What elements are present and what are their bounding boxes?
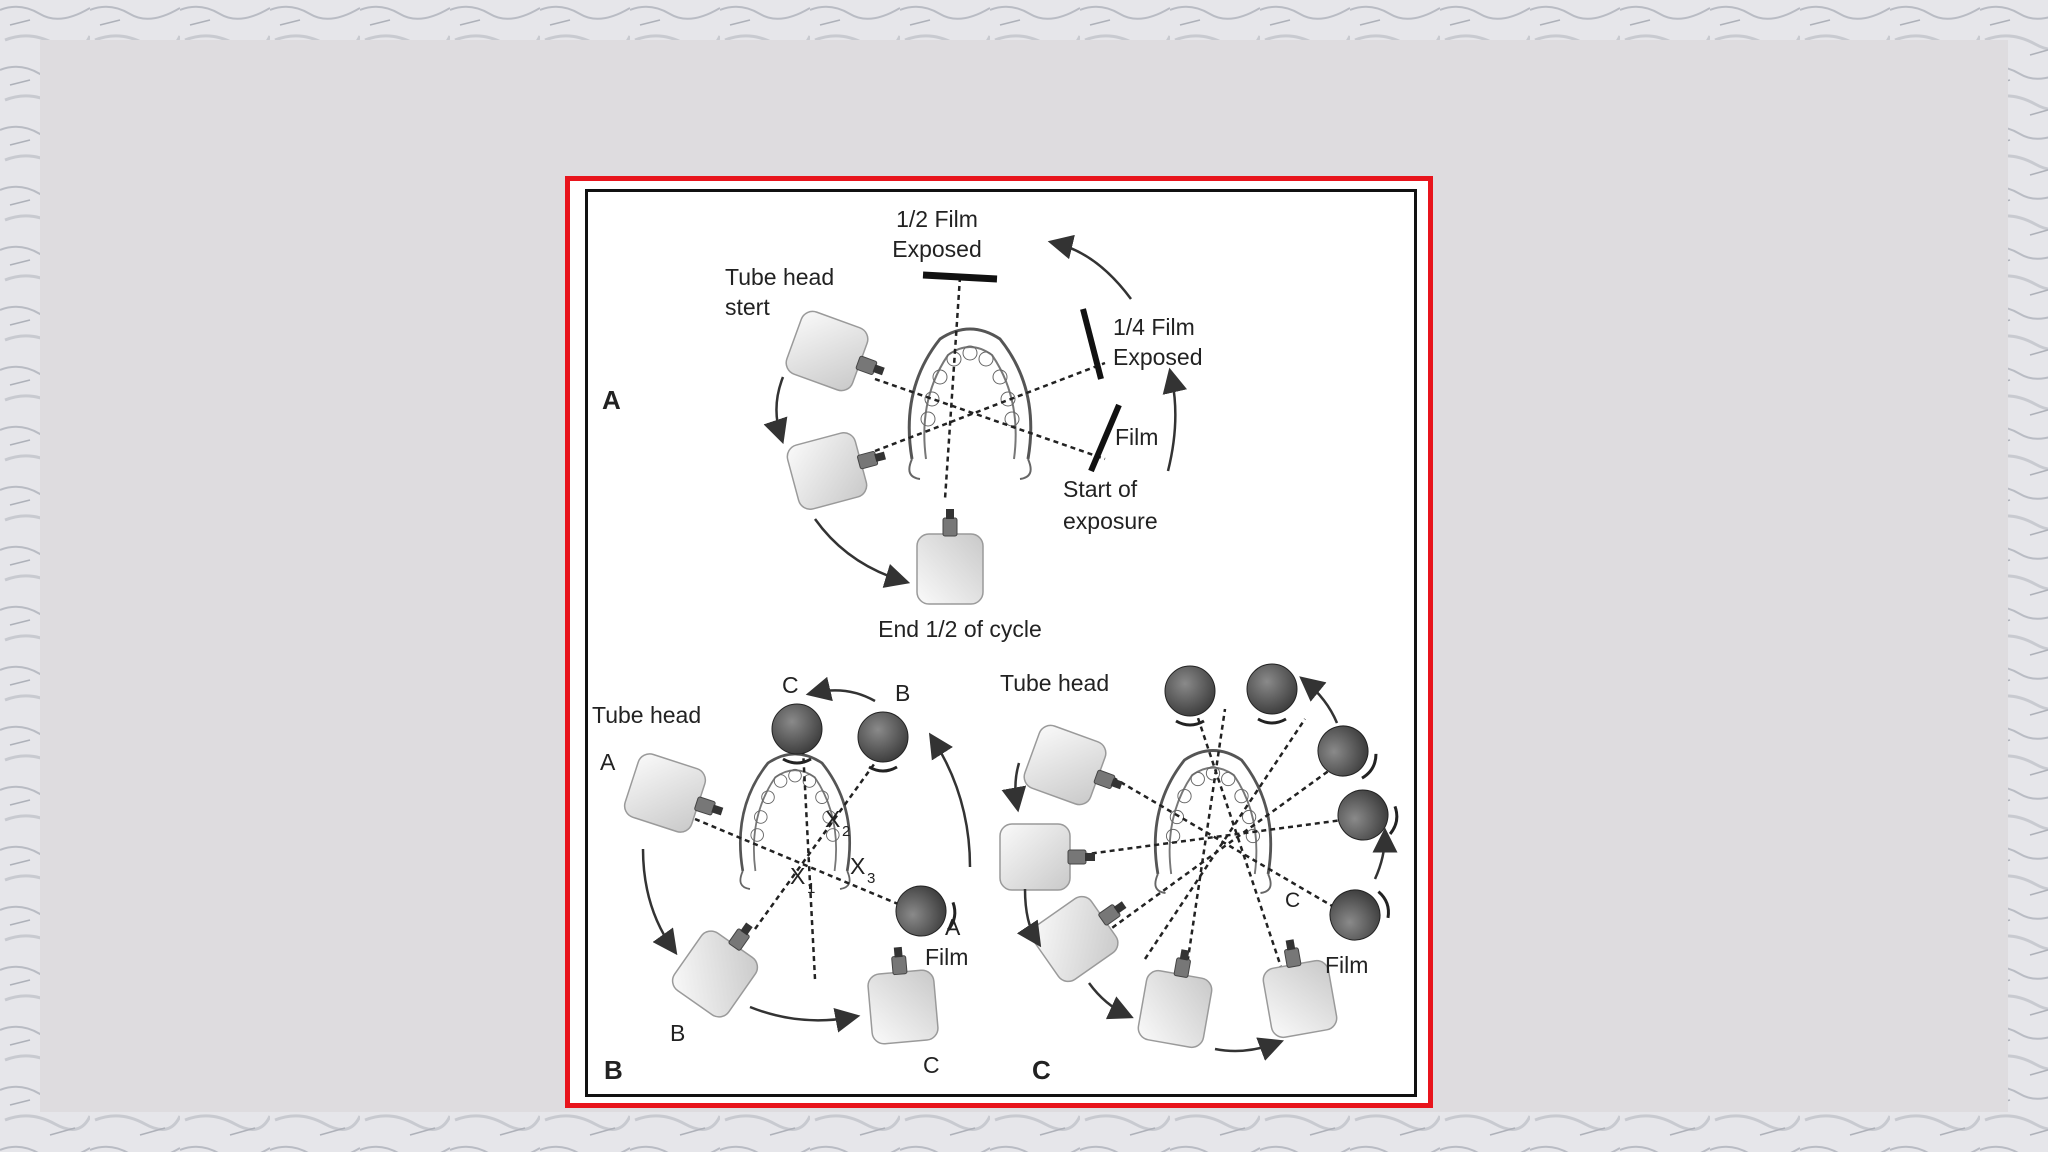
panel-b-tube-b-label: B <box>670 1020 685 1046</box>
panel-b-arrow-b-to-c <box>749 1005 861 1033</box>
panel-c-arrow-right-lower <box>1372 827 1398 880</box>
panel-b-arrow-film-up <box>928 732 972 868</box>
panel-a-arrow-to-end <box>813 518 911 588</box>
panel-b-letter: B <box>604 1055 623 1085</box>
panel-c-arrow-bottom <box>1214 1037 1285 1061</box>
panel-b-arrow-a-to-b <box>641 848 678 956</box>
panel-a-end-cycle-label: End 1/2 of cycle <box>878 616 1042 642</box>
panel-a-letter: A <box>602 385 621 415</box>
panel-c-letter: C <box>1032 1055 1051 1085</box>
panel-a-arrow-to-half <box>1047 234 1133 300</box>
panel-b-film-b-label: B <box>895 680 910 706</box>
figure-frame: A 1/2 Film Exposed Tube head stert 1/4 F… <box>565 176 1433 1108</box>
slide-area: A 1/2 Film Exposed Tube head stert 1/4 F… <box>40 40 2008 1112</box>
panel-b-x2-subscript: 2 <box>842 823 850 840</box>
panel-b-film-c-label: C <box>782 672 799 698</box>
panel-a-arrow-to-quarter <box>1162 367 1188 472</box>
panel-a-tube-head-start-line2: stert <box>725 294 770 320</box>
panel-c-tube-head-label: Tube head <box>1000 670 1109 696</box>
panel-b-arrow-film-to-c <box>805 676 876 703</box>
panel-b-x1-marker: X <box>790 863 805 889</box>
panel-a-quarter-film-line2: Exposed <box>1113 344 1203 370</box>
panel-a-quarter-film-bar <box>1080 308 1104 380</box>
panel-b-x-markers: X 1 X 2 X 3 <box>790 806 875 897</box>
panel-c-film-label: Film <box>1325 952 1368 978</box>
panel-c-center-c-label: C <box>1285 889 1300 912</box>
panel-c-arrow-bottom-left <box>1087 982 1134 1020</box>
panel-a-tube-head-start-line1: Tube head <box>725 264 834 290</box>
panel-a-half-film-label-line2: Exposed <box>892 236 982 262</box>
panel-a-start-exposure-line1: Start of <box>1063 476 1138 502</box>
panel-b: B Tube head A B C C B A Film X 1 X 2 X 3 <box>592 672 972 1085</box>
panel-b-film-a-label: A <box>945 914 961 940</box>
panel-a-arrow-down <box>763 376 788 445</box>
panel-b-x3-subscript: 3 <box>867 870 875 887</box>
panel-a-half-film-bar <box>922 271 998 283</box>
panel-b-tube-head-label: Tube head <box>592 702 701 728</box>
panel-c: C Tube head C Film <box>999 662 1403 1085</box>
panel-a-quarter-film-line1: 1/4 Film <box>1113 314 1195 340</box>
panel-b-x3-marker: X <box>850 853 865 879</box>
panel-c-arrow-left-down <box>1001 762 1027 813</box>
panel-b-film-label: Film <box>925 944 968 970</box>
panel-b-x2-marker: X <box>825 806 840 832</box>
panel-a-film-label: Film <box>1115 424 1158 450</box>
panel-a: A 1/2 Film Exposed Tube head stert 1/4 F… <box>602 206 1203 642</box>
panel-a-half-film-label-line1: 1/2 Film <box>896 206 978 232</box>
panoramic-radiography-diagram: A 1/2 Film Exposed Tube head stert 1/4 F… <box>585 189 1417 1097</box>
panel-b-x1-subscript: 1 <box>807 880 815 897</box>
panel-a-start-exposure-line2: exposure <box>1063 508 1158 534</box>
panel-b-tube-c-label: C <box>923 1052 940 1078</box>
panel-b-tube-a-label: A <box>600 749 616 775</box>
panel-c-arrow-left-lower <box>1016 888 1042 948</box>
panel-c-arrow-right-upper <box>1299 676 1339 724</box>
panel-a-start-film-bar <box>1088 403 1122 473</box>
